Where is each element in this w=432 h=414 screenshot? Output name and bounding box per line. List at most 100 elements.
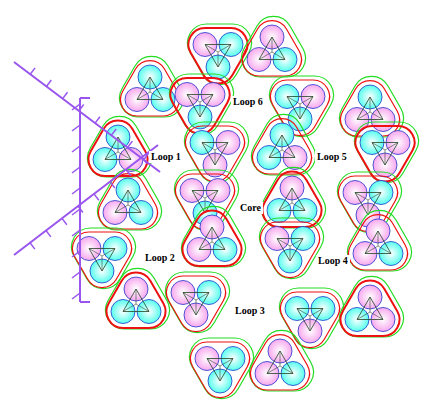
bundle-core-lines (202, 143, 228, 166)
bundle-core-lines (212, 242, 225, 250)
bundle-core-lines (282, 150, 295, 158)
green-jacket (348, 210, 412, 271)
bundle-core-lines (192, 191, 218, 214)
bundle-core-lines (280, 366, 293, 374)
bundle-core-lines (183, 293, 196, 301)
bundle-core-lines (196, 300, 197, 315)
support-line (80, 97, 90, 99)
red-jacket (355, 126, 414, 182)
bundle-core-lines (290, 246, 291, 261)
red-jacket (280, 292, 339, 348)
bundle-core-lines (183, 293, 209, 316)
bundle-core-lines (287, 97, 300, 105)
bundle-core-lines (300, 104, 301, 119)
bundle-core-lines (199, 242, 212, 250)
red-jacket (349, 215, 408, 270)
bundle-core-lines (215, 150, 216, 165)
bundle-core-lines (267, 366, 280, 374)
bundle-core-lines (105, 152, 118, 160)
bundle-core-lines (187, 95, 213, 118)
bundle-core-lines (370, 312, 383, 320)
bundle-core-lines (128, 190, 129, 205)
bundle-core-lines (292, 188, 293, 203)
red-jacket (188, 28, 247, 84)
hatch-tick (72, 272, 80, 278)
bundle-core-lines (357, 297, 383, 320)
bundle-core-lines (205, 45, 218, 53)
bundle-core-lines (292, 203, 305, 211)
bundle-core-lines (259, 37, 285, 60)
bundle-core-lines (200, 102, 201, 117)
cable-bundle (190, 338, 254, 399)
cable-bundle (260, 218, 324, 279)
bundle-core-lines (370, 297, 371, 312)
bundle-core-lines (297, 309, 323, 332)
cable-bundle (340, 76, 404, 137)
bundle-core-lines (272, 37, 273, 52)
bundle-core-lines (269, 150, 282, 158)
bundle-core-lines (355, 193, 368, 201)
bundle-core-lines (89, 249, 115, 272)
bundle-core-lines (269, 135, 295, 158)
bundle-core-lines (218, 45, 231, 53)
bundle-core-lines (310, 309, 323, 317)
hatch-tick (126, 169, 131, 175)
red-jacket (341, 81, 400, 136)
bundle-core-lines (290, 239, 303, 247)
green-jacket (340, 76, 404, 137)
cable-bundle (242, 16, 306, 77)
bundle-core-lines (212, 227, 213, 242)
bundle-core-lines (365, 246, 378, 254)
green-jacket (280, 288, 344, 349)
red-jacket (107, 273, 166, 328)
hatch-tick (110, 182, 115, 188)
red-jacket (253, 119, 312, 174)
bundle-core-lines (196, 293, 209, 301)
red-jacket (99, 174, 158, 229)
bundle-core-lines (150, 92, 163, 100)
bundle-core-lines (123, 304, 136, 312)
support-line (14, 145, 158, 255)
red-jacket (190, 342, 249, 398)
bundle-core-lines (280, 351, 281, 366)
bundle-core-lines (385, 143, 398, 151)
bundle-core-lines (205, 45, 231, 68)
cable-bundle (280, 288, 344, 349)
bundle-core-lines (368, 200, 369, 215)
loop-label: Loop 6 (231, 96, 265, 108)
green-jacket (98, 169, 162, 230)
green-jacket (260, 218, 324, 279)
bundle-core-lines (300, 97, 313, 105)
red-jacket (251, 335, 310, 390)
hatch-tick (94, 194, 99, 200)
green-jacket (242, 16, 306, 77)
cable-bundle (182, 206, 246, 267)
red-jacket (338, 176, 397, 232)
bundle-core-lines (372, 143, 385, 151)
green-jacket (120, 56, 184, 117)
bundle-core-lines (102, 249, 115, 257)
bundle-core-lines (207, 359, 220, 367)
bundle-core-lines (89, 249, 102, 257)
green-jacket (340, 276, 404, 337)
cable-bundle (166, 272, 230, 333)
bundle-core-lines (370, 97, 371, 112)
bundle-core-lines (220, 366, 221, 381)
support-line (14, 62, 160, 172)
bundle-core-lines (202, 143, 215, 151)
cable-bundle (340, 276, 404, 337)
bundle-core-lines (378, 231, 379, 246)
hatch-tick (46, 80, 51, 86)
bundle-core-lines (123, 289, 149, 312)
hatch-tick (72, 104, 80, 110)
bundle-core-lines (368, 193, 381, 201)
red-jacket (185, 126, 244, 182)
bundle-core-lines (137, 77, 163, 100)
bundle-core-lines (259, 52, 272, 60)
bundle-core-lines (187, 95, 200, 103)
red-jacket (89, 121, 148, 176)
hatch-tick (72, 209, 80, 215)
bundle-core-lines (199, 227, 225, 250)
green-jacket (72, 228, 136, 289)
bundle-core-lines (137, 92, 150, 100)
